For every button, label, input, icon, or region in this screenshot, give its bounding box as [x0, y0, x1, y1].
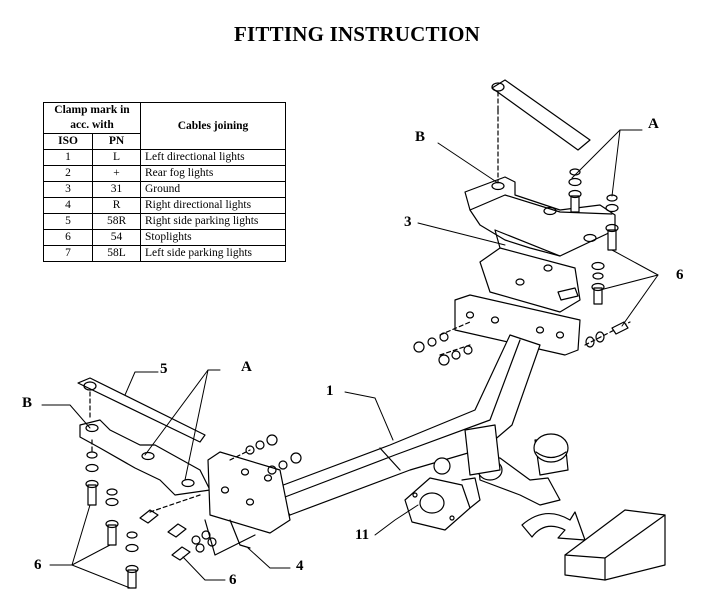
- lower-strap: [77, 377, 206, 443]
- upper-strap: [491, 79, 591, 151]
- callout-1: 1: [326, 383, 334, 399]
- callout-3: 3: [404, 214, 412, 230]
- callout-6-left: 6: [34, 557, 42, 573]
- upper-mounting-plate: [413, 294, 581, 366]
- callout-a-mid: A: [241, 359, 252, 375]
- callout-b-top: B: [415, 129, 426, 145]
- table-row: 5 58R Right side parking lights: [42, 213, 286, 230]
- upper-bracket-b: [464, 109, 616, 257]
- upper-side-plate: [479, 229, 581, 313]
- lower-side-plate: [204, 451, 291, 556]
- header-clamp-mark: Clamp mark in acc. with: [43, 102, 141, 134]
- header-cables-joining: Cables joining: [140, 102, 286, 150]
- bumper-arrow: [521, 509, 666, 581]
- socket-plate: [404, 477, 481, 531]
- callout-11: 11: [355, 527, 370, 543]
- callout-b-left: B: [22, 395, 33, 411]
- table-row: 6 54 Stoplights: [42, 229, 286, 246]
- main-crossbar: [261, 334, 541, 521]
- lower-left-bolts: [85, 439, 217, 589]
- leader-lines: [41, 129, 659, 589]
- callout-4: 4: [296, 558, 304, 574]
- lower-nuts: [229, 434, 302, 475]
- callout-6-right: 6: [676, 267, 684, 283]
- table-row: 7 58L Left side parking lights: [42, 245, 286, 262]
- callout-a-top: A: [648, 116, 659, 132]
- callout-6-bottom: 6: [229, 572, 237, 588]
- upper-right-bolts: [557, 168, 631, 348]
- page-title: FITTING INSTRUCTION: [234, 22, 480, 46]
- tow-ball: [433, 424, 569, 506]
- table-row: 4 R Right directional lights: [42, 197, 286, 214]
- callout-5: 5: [160, 361, 168, 377]
- header-pn: PN: [92, 133, 141, 150]
- cable-clamp-table: Clamp mark in acc. with Cables joining I…: [42, 102, 286, 262]
